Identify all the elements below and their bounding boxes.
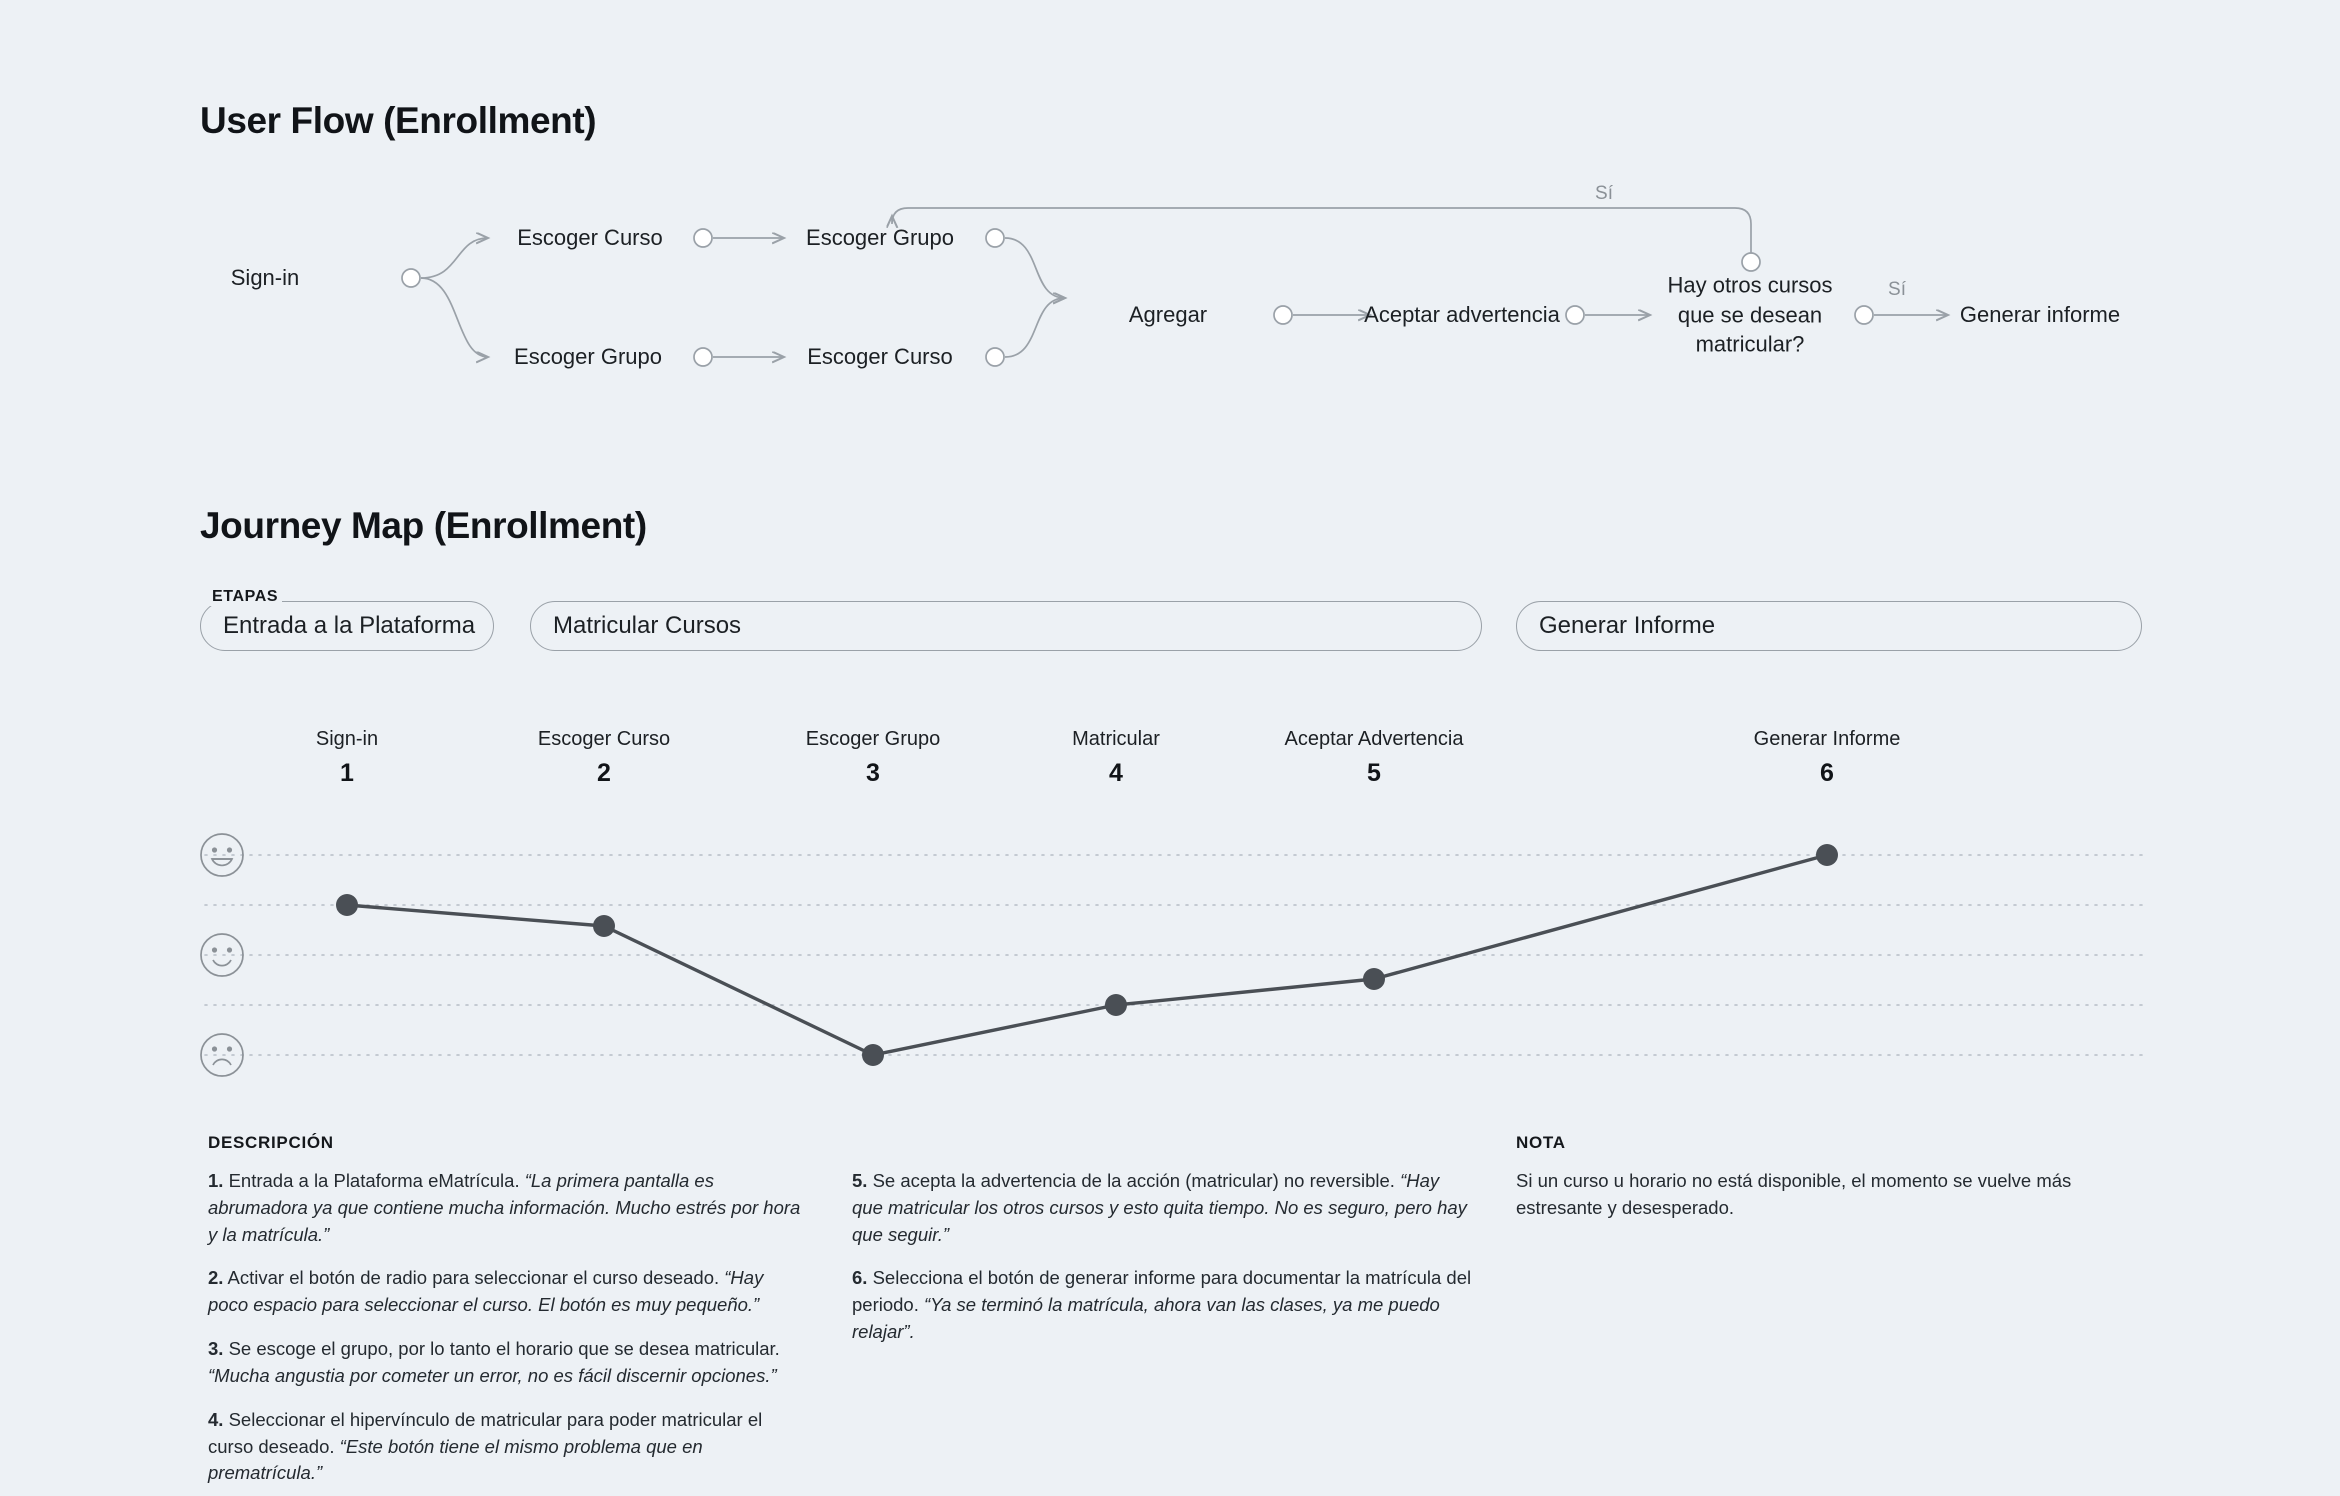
neutral-face-icon [200,933,244,977]
item-text: Activar el botón de radio para seleccion… [223,1267,725,1289]
item-quote: “Hay que matricular los otros cursos y e… [852,1170,1467,1245]
descripcion-column-a: 1. Entrada a la Plataforma eMatrícula. “… [208,1168,808,1487]
flow-node-decision[interactable]: Hay otros cursos que se desean matricula… [1667,272,1833,357]
journey-step-3[interactable]: Escoger Grupo 3 [806,728,941,788]
step-number: 3 [866,759,880,787]
descripcion-item-3: 3. Se escoge el grupo, por lo tanto el h… [208,1336,808,1390]
item-quote: “Ya se terminó la matrícula, ahora van l… [852,1294,1440,1343]
flow-node-escoger-grupo-top[interactable]: Escoger Grupo [806,225,954,251]
step-number: 5 [1367,759,1381,787]
data-point-6 [1816,844,1838,866]
journey-step-1[interactable]: Sign-in 1 [316,728,378,788]
step-name: Sign-in [315,728,379,750]
flow-edge-label-loop-si: Sí [1595,183,1613,204]
item-text: Entrada a la Plataforma eMatrícula. [223,1170,525,1191]
item-text: Se acepta la advertencia de la acción (m… [867,1170,1401,1191]
step-number: 4 [1109,759,1123,787]
descripcion-item-6: 6. Selecciona el botón de generar inform… [852,1265,1472,1345]
flow-node-escoger-curso-bot[interactable]: Escoger Curso [807,344,953,370]
data-point-2 [593,915,615,937]
data-point-1 [336,894,358,916]
journey-step-6[interactable]: Generar Informe 6 [1754,728,1901,788]
etapa-label: Matricular Cursos [553,612,742,639]
page-title-journey-map: Journey Map (Enrollment) [200,505,647,546]
step-name: Escoger Curso [537,728,671,750]
step-name: Generar Informe [1753,728,1901,750]
item-text: Se escoge el grupo, por lo tanto el hora… [223,1338,780,1360]
etapa-matricular-cursos[interactable]: Matricular Cursos [530,601,1482,651]
flow-node-aceptar-advertencia[interactable]: Aceptar advertencia [1364,302,1560,328]
item-text: Seleccionar el hipervínculo de matricula… [208,1408,763,1457]
flow-node-escoger-grupo-bot[interactable]: Escoger Grupo [514,344,662,370]
etapa-generar-informe[interactable]: Generar Informe [1516,601,2142,651]
flow-node-sign-in[interactable]: Sign-in [230,265,300,291]
etapa-label: Entrada a la Plataforma [223,612,476,639]
journey-step-2[interactable]: Escoger Curso 2 [538,728,670,788]
item-quote: “Hay poco espacio para seleccionar el cu… [208,1267,764,1316]
sad-face-icon [200,1033,244,1077]
descripcion-heading: DESCRIPCIÓN [208,1133,334,1152]
step-number: 6 [1820,759,1834,787]
etapa-entrada-a-la-plataforma[interactable]: Entrada a la Plataforma [200,601,494,651]
nota-heading: NOTA [1516,1133,1566,1152]
chart-plot [200,833,2143,1077]
flow-node-escoger-curso-top[interactable]: Escoger Curso [517,225,663,251]
journey-step-5[interactable]: Aceptar Advertencia 5 [1285,728,1464,788]
descripcion-item-5: 5. Se acepta la advertencia de la acción… [852,1168,1472,1248]
step-name: Aceptar Advertencia [1284,728,1464,750]
item-number: 2. [208,1267,224,1289]
data-point-4 [1105,994,1127,1016]
item-number: 5. [852,1170,868,1191]
item-number: 3. [208,1338,224,1360]
item-quote: “Mucha angustia por cometer un error, no… [208,1364,777,1386]
item-number: 1. [208,1170,224,1191]
item-number: 4. [208,1408,224,1430]
flow-node-agregar[interactable]: Agregar [1128,302,1208,328]
user-flow-connectors [401,207,2340,367]
nota-body: Si un curso u horario no está disponible… [1516,1170,2072,1218]
etapa-label: Generar Informe [1539,612,1716,639]
descripcion-item-2: 2. Activar el botón de radio para selecc… [208,1265,808,1319]
journey-step-4[interactable]: Matricular 4 [1072,728,1160,788]
etapas-label: ETAPAS [208,588,283,606]
data-point-3 [862,1044,884,1066]
item-number: 6. [852,1267,868,1289]
happy-face-icon [200,833,244,877]
emotion-line-chart [0,800,2340,1090]
item-text: Selecciona el botón de generar informe p… [852,1267,1472,1316]
step-number: 1 [340,759,354,787]
data-point-5 [1363,968,1385,990]
flow-node-generar-informe[interactable]: Generar informe [1959,302,2121,328]
step-name: Matricular [1072,728,1160,750]
item-quote: “La primera pantalla es abrumadora ya qu… [208,1170,801,1245]
page-title-user-flow: User Flow (Enrollment) [200,100,597,141]
descripcion-item-4: 4. Seleccionar el hipervínculo de matric… [208,1407,808,1487]
flow-edge-label-exit-si: Sí [1888,279,1906,300]
step-number: 2 [597,759,611,787]
descripcion-column-b: 5. Se acepta la advertencia de la acción… [852,1168,1472,1346]
step-name: Escoger Grupo [805,728,941,750]
descripcion-item-1: 1. Entrada a la Plataforma eMatrícula. “… [208,1168,808,1248]
emotion-line [345,853,1829,1057]
emotion-points [336,844,1838,1066]
item-quote: “Este botón tiene el mismo problema que … [208,1435,703,1484]
